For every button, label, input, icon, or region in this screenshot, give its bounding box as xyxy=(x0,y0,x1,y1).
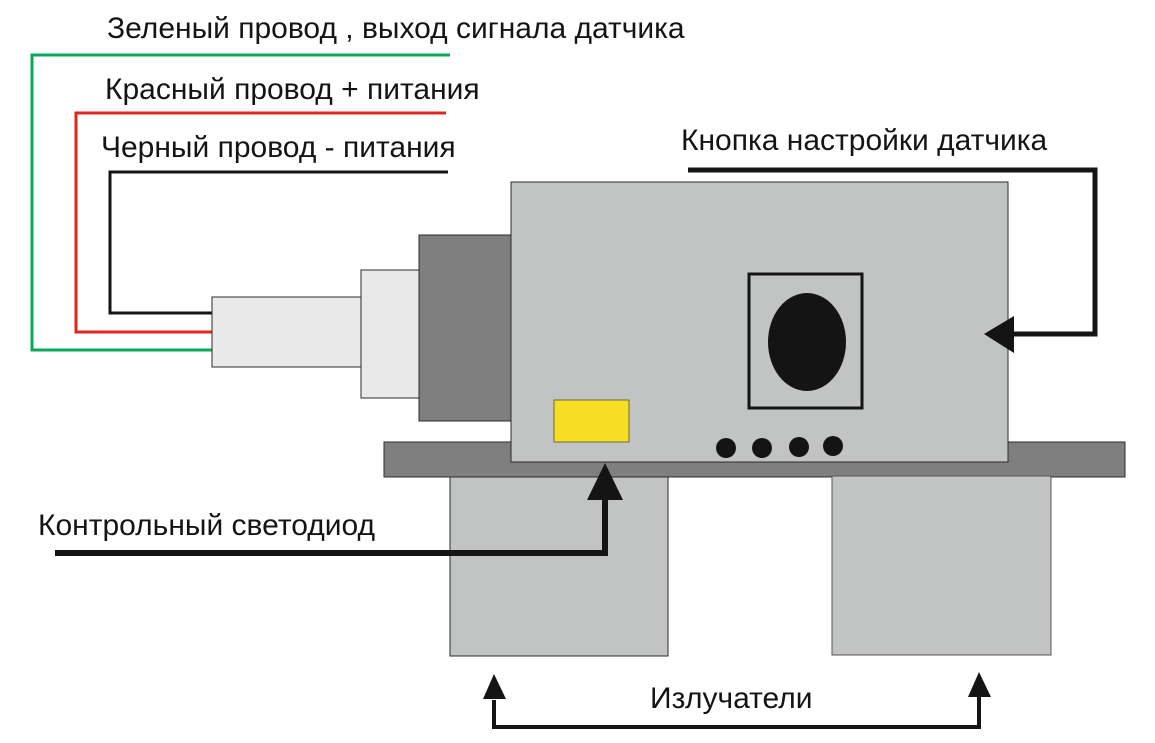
emitter-right xyxy=(831,475,1052,656)
gland-body xyxy=(418,234,512,422)
emitter-left xyxy=(449,476,669,657)
indicator-dot xyxy=(789,437,809,457)
indicator-dot xyxy=(752,438,772,458)
emitter-right-arrowhead-icon xyxy=(968,672,991,697)
label-green-wire: Зеленый провод , выход сигнала датчика xyxy=(107,12,685,45)
label-control-led: Контрольный светодиод xyxy=(38,509,375,542)
emitters-callout-line xyxy=(492,697,981,729)
indicator-dot xyxy=(716,438,736,458)
setup-button xyxy=(768,293,846,391)
gland-nut xyxy=(360,269,420,399)
cable-sleeve xyxy=(211,296,362,368)
indicator-dot xyxy=(823,436,843,456)
button-callout-arrowhead-icon xyxy=(984,316,1014,353)
led-callout-line xyxy=(55,495,608,556)
indicator-dots xyxy=(716,436,843,458)
emitter-left-arrowhead-icon xyxy=(483,674,506,699)
green-wire xyxy=(30,53,450,352)
led-callout-arrowhead-icon xyxy=(587,463,623,500)
label-emitters: Излучатели xyxy=(650,682,813,715)
label-red-wire: Красный провод + питания xyxy=(105,73,480,106)
label-setup-button: Кнопка настройки датчика xyxy=(681,124,1048,157)
control-led xyxy=(553,399,630,443)
label-black-wire: Черный провод - питания xyxy=(101,131,456,164)
button-callout-line xyxy=(688,167,1098,337)
black-wire xyxy=(108,170,448,315)
red-wire xyxy=(74,111,446,334)
